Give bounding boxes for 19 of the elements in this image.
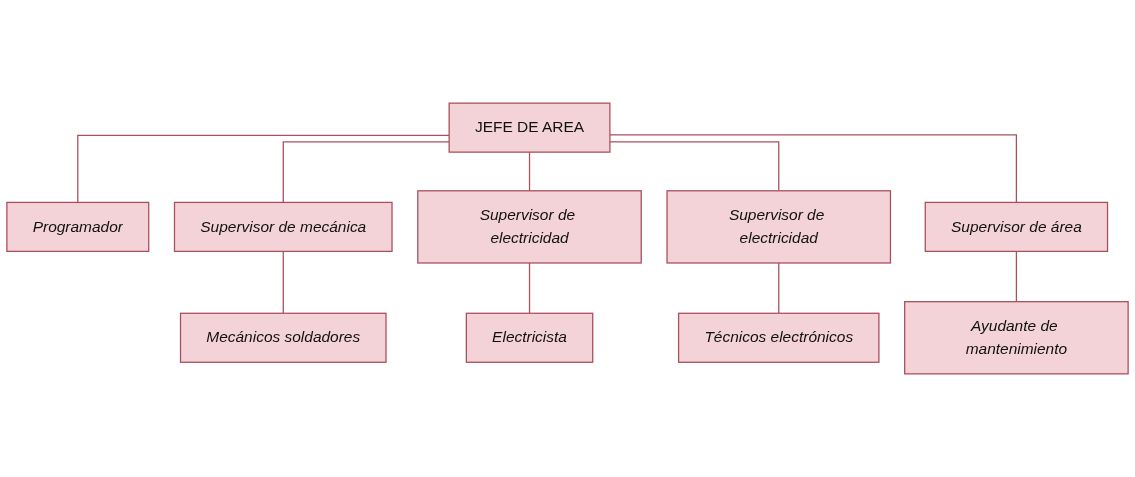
node-box: Técnicos electrónicos [677, 312, 880, 363]
connector [609, 141, 780, 192]
node-box: Mecánicos soldadores [179, 312, 387, 363]
node-box: Supervisor de electricidad [666, 190, 892, 264]
connector [77, 134, 450, 204]
node-box: Electricista [465, 312, 594, 363]
connector [282, 141, 450, 204]
node-box: Ayudante de mantenimiento [904, 301, 1129, 375]
connector [1015, 250, 1018, 303]
node-box: Supervisor de mecánica [173, 201, 393, 253]
connector [528, 262, 531, 314]
node-box: Programador [6, 201, 150, 253]
connector [609, 134, 1018, 204]
connector [528, 151, 531, 192]
node-box: JEFE DE AREA [448, 102, 611, 153]
connector [282, 250, 284, 314]
connector [778, 262, 780, 314]
node-box: Supervisor de área [924, 201, 1109, 253]
node-box: Supervisor de electricidad [417, 190, 642, 264]
